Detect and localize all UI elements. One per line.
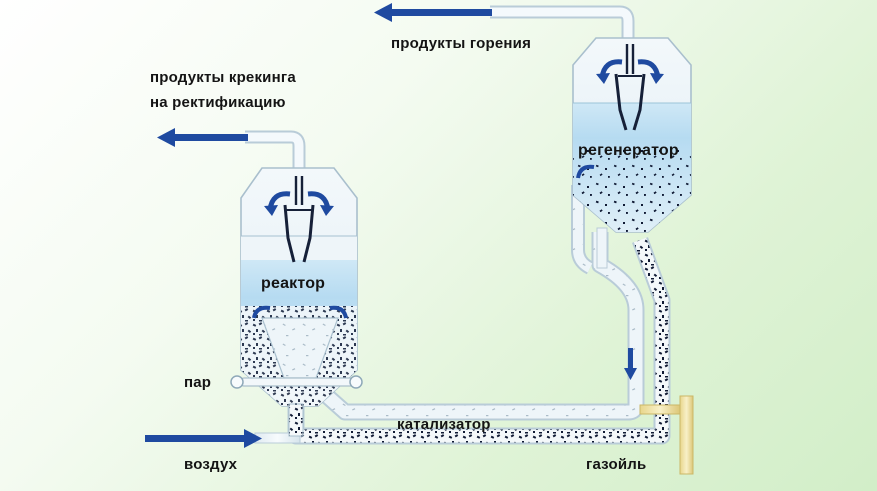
swirl-arrow-icon [252, 305, 348, 319]
regenerator-inlet-swirl-icon [576, 164, 595, 179]
gasoil-feed-pipe [639, 395, 694, 475]
flow-arrow-combustion [374, 3, 492, 22]
reactor-cyclone [283, 176, 315, 263]
regenerator-vessel [572, 37, 692, 233]
label-catalyst: катализатор [397, 416, 491, 433]
regenerator-cyclone [614, 44, 646, 131]
reactor-vessel [230, 167, 363, 437]
label-regenerator: регенератор [578, 142, 679, 159]
reactor-bottom-outlet [288, 403, 304, 437]
label-gasoil: газойль [586, 456, 647, 473]
steam-inlet-icon [230, 375, 363, 389]
swirl-arrow-icon [264, 191, 334, 216]
label-combustion-products: продукты горения [391, 35, 532, 52]
downflow-arrow [624, 348, 637, 380]
label-steam: пар [184, 374, 212, 391]
regenerated-catalyst-line [312, 232, 645, 421]
flow-arrow-air [145, 429, 262, 448]
label-air: воздух [184, 456, 238, 473]
combustion-outlet-pipe [490, 5, 635, 70]
label-cracking-products: продукты крекинга [150, 69, 296, 86]
regenerator-bottom-outlet [596, 227, 608, 269]
regenerator-side-riser [571, 185, 594, 275]
flow-arrow-cracking-products [157, 128, 248, 147]
cracking-outlet-pipe [245, 130, 306, 170]
swirl-arrow-icon [596, 59, 664, 84]
label-reactor: реактор [261, 275, 326, 292]
label-to-rectification: на ректификацию [150, 94, 286, 111]
